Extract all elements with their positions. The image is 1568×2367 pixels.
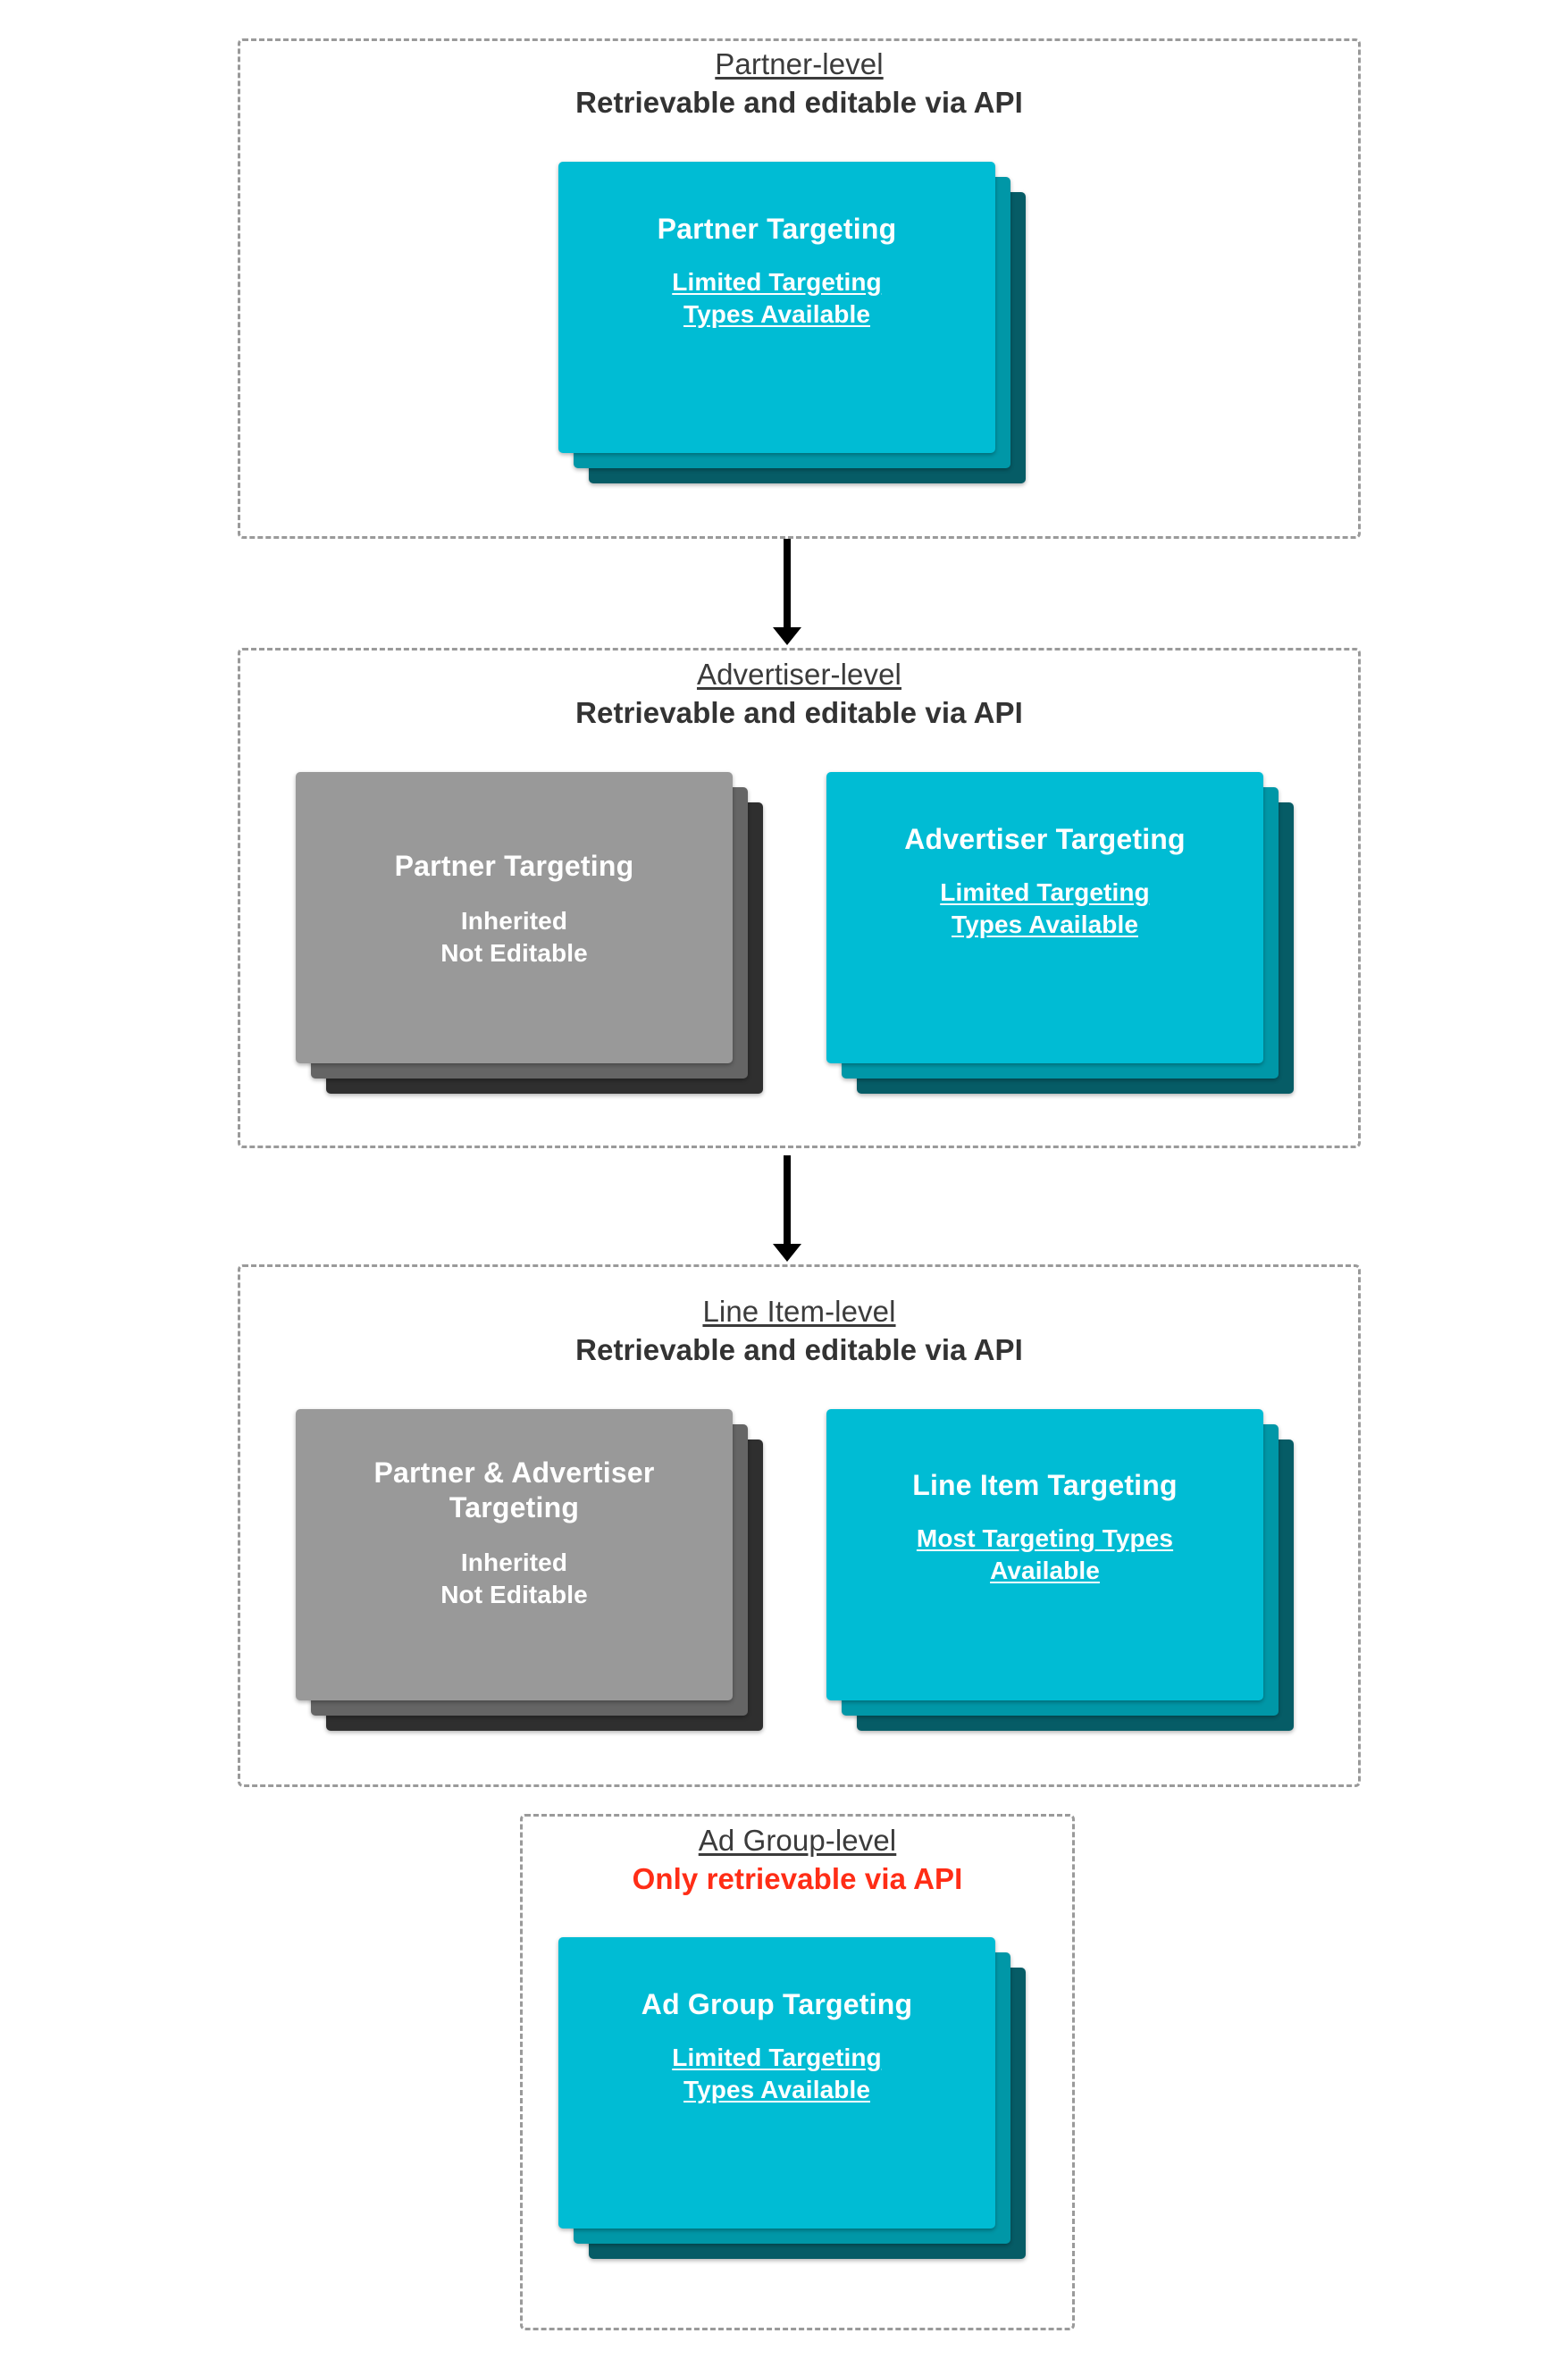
card-title: Partner Targeting	[394, 850, 634, 882]
card-content-line-item-targeting: Line Item Targeting Most Targeting Types…	[826, 1409, 1263, 1700]
card-stack-ad-group-targeting[interactable]: Ad Group Targeting Limited Targeting Typ…	[558, 1937, 1032, 2259]
level-frame-advertiser	[238, 648, 1361, 1148]
card-subtitle: Inherited Not Editable	[440, 907, 588, 968]
card-subtitle: Limited Targeting Types Available	[672, 268, 882, 329]
card-stack-advertiser-inherited-partner[interactable]: Partner Targeting Inherited Not Editable	[296, 772, 769, 1094]
card-stack-partner-targeting[interactable]: Partner Targeting Limited Targeting Type…	[558, 162, 1032, 483]
card-layer-front: Partner Targeting Inherited Not Editable	[296, 772, 733, 1063]
card-title: Line Item Targeting	[912, 1469, 1178, 1501]
card-stack-line-item-inherited[interactable]: Partner & Advertiser Targeting Inherited…	[296, 1409, 769, 1731]
card-content-advertiser-targeting: Advertiser Targeting Limited Targeting T…	[826, 772, 1263, 1063]
card-layer-front: Line Item Targeting Most Targeting Types…	[826, 1409, 1263, 1700]
card-content-partner-targeting-inherited: Partner Targeting Inherited Not Editable	[296, 772, 733, 1063]
down-arrow-icon-advertiser-to-line-item	[784, 1155, 791, 1245]
down-arrow-icon-partner-to-advertiser	[784, 539, 791, 628]
card-content-partner-advertiser-targeting-inherited: Partner & Advertiser Targeting Inherited…	[296, 1409, 733, 1700]
card-subtitle: Most Targeting Types Available	[916, 1524, 1174, 1585]
level-frame-ad-group	[520, 1814, 1075, 2330]
card-subtitle: Inherited Not Editable	[440, 1549, 588, 1609]
card-layer-front: Ad Group Targeting Limited Targeting Typ…	[558, 1937, 995, 2229]
card-layer-front: Advertiser Targeting Limited Targeting T…	[826, 772, 1263, 1063]
card-title: Partner Targeting	[657, 213, 897, 245]
card-title: Partner & Advertiser Targeting	[373, 1456, 655, 1524]
card-subtitle: Limited Targeting Types Available	[672, 2044, 882, 2104]
card-subtitle: Limited Targeting Types Available	[940, 878, 1150, 939]
card-title: Ad Group Targeting	[641, 1988, 913, 2020]
level-frame-partner	[238, 38, 1361, 539]
card-content-partner-targeting: Partner Targeting Limited Targeting Type…	[558, 162, 995, 453]
card-content-ad-group-targeting: Ad Group Targeting Limited Targeting Typ…	[558, 1937, 995, 2229]
level-frame-line-item	[238, 1264, 1361, 1787]
card-stack-advertiser-targeting[interactable]: Advertiser Targeting Limited Targeting T…	[826, 772, 1300, 1094]
card-layer-front: Partner Targeting Limited Targeting Type…	[558, 162, 995, 453]
card-layer-front: Partner & Advertiser Targeting Inherited…	[296, 1409, 733, 1700]
card-stack-line-item-targeting[interactable]: Line Item Targeting Most Targeting Types…	[826, 1409, 1300, 1731]
card-title: Advertiser Targeting	[904, 823, 1186, 855]
